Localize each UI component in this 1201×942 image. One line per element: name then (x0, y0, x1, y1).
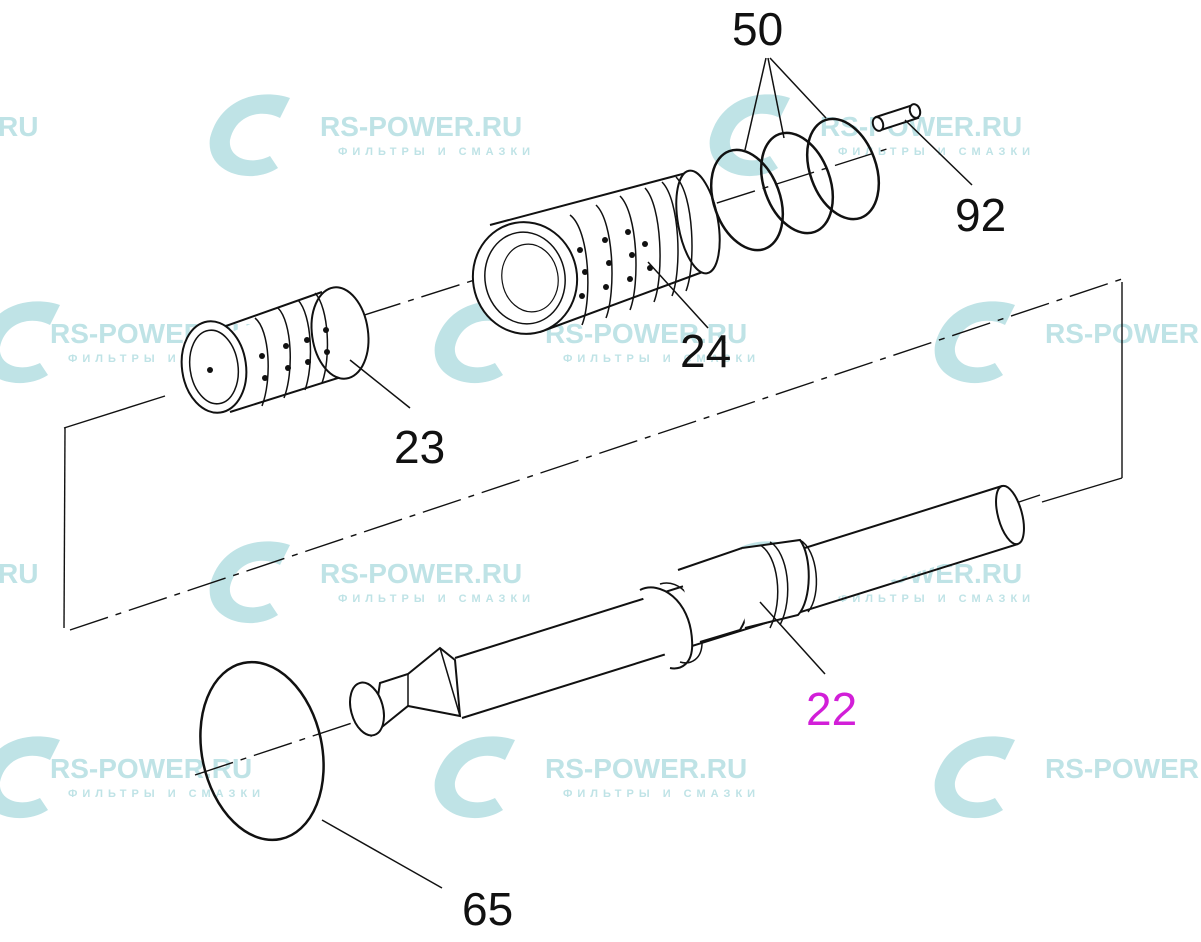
watermark-brand: RU (0, 111, 38, 142)
callout-23: 23 (394, 421, 446, 473)
frame-right-bottom (1041, 477, 1123, 503)
watermark-logo-icon (934, 736, 1015, 819)
oring (710, 148, 784, 252)
callout-65: 65 (462, 883, 514, 935)
watermark-tagline: ФИЛЬТРЫ И СМАЗКИ (68, 788, 265, 800)
part-23-sleeve (180, 286, 370, 414)
watermark-brand: RS-POWER.RU (320, 558, 522, 589)
leader-lines (321, 57, 973, 889)
watermark-partial-left: RS-POWER.RU ФИЛЬТРЫ И СМАЗКИ (0, 736, 265, 818)
part-22-shaft (349, 484, 1025, 738)
watermark-logo-icon (0, 736, 60, 818)
watermark: RS-POWER.RU ФИЛЬТРЫ И СМАЗКИ (209, 541, 535, 624)
watermark-logo-icon (0, 301, 60, 383)
watermark: RS-POWER.RU ФИЛЬТРЫ И СМАЗКИ (434, 736, 760, 819)
watermark-brand: RS-POWER.RU (50, 753, 252, 784)
watermark-logo-icon (934, 301, 1015, 384)
watermark: RS-POWER.RU ФИЛЬТРЫ И СМАЗКИ (209, 94, 535, 177)
watermark-partial-left: RU (0, 111, 38, 142)
part-92-pin (871, 103, 922, 132)
oring (760, 131, 834, 235)
watermark-brand: RS-POWER.RU (320, 111, 522, 142)
callout-92: 92 (955, 189, 1007, 241)
leader-22 (759, 601, 826, 675)
part-50-orings (710, 117, 880, 252)
part-24-sleeve (471, 169, 721, 335)
leader-65 (321, 819, 443, 889)
callout-22: 22 (806, 683, 858, 735)
part-22-shaft-end (349, 681, 385, 737)
oring (806, 117, 880, 221)
watermark-tagline: ФИЛЬТРЫ И СМАЗКИ (838, 593, 1035, 605)
watermark-logo-icon (209, 541, 290, 624)
watermark-brand: RS-POWER (1045, 753, 1199, 784)
watermark-brand: RS-POWER.RU (545, 753, 747, 784)
watermark-logo-icon (709, 94, 790, 177)
watermark-tagline: ФИЛЬТРЫ И СМАЗКИ (563, 788, 760, 800)
callout-24: 24 (680, 325, 732, 377)
watermark-tagline: ФИЛЬТРЫ И СМАЗКИ (563, 353, 760, 365)
leader-50 (744, 57, 767, 151)
watermark-logo-icon (434, 736, 515, 819)
leader-50 (769, 57, 827, 119)
watermark-logo-icon (209, 94, 290, 177)
frame-left (63, 427, 66, 629)
watermark-partial-right: RS-POWER (934, 301, 1199, 384)
part-65-oring (199, 660, 325, 842)
leader-50 (767, 57, 785, 139)
callout-50: 50 (732, 3, 784, 55)
watermark-brand: RU (0, 558, 38, 589)
watermark-logo-icon (434, 301, 515, 384)
watermark-partial-left: RU (0, 558, 38, 589)
watermark-partial-right: RS-POWER (934, 736, 1199, 819)
frame-left-top (63, 395, 166, 429)
watermark: RS-POWER.RU ФИЛЬТРЫ И СМАЗКИ (709, 94, 1035, 177)
watermark-tagline: ФИЛЬТРЫ И СМАЗКИ (338, 146, 535, 158)
watermark: RS-POWER.RU ФИЛЬТРЫ И СМАЗКИ (434, 301, 760, 384)
watermark-brand: RS-POWER.RU (545, 318, 747, 349)
leader-24 (647, 261, 709, 329)
watermark-tagline: ФИЛЬТРЫ И СМАЗКИ (338, 593, 535, 605)
leader-23 (349, 359, 411, 409)
leader-92 (904, 119, 973, 186)
watermark-tagline: ФИЛЬТРЫ И СМАЗКИ (838, 146, 1035, 158)
